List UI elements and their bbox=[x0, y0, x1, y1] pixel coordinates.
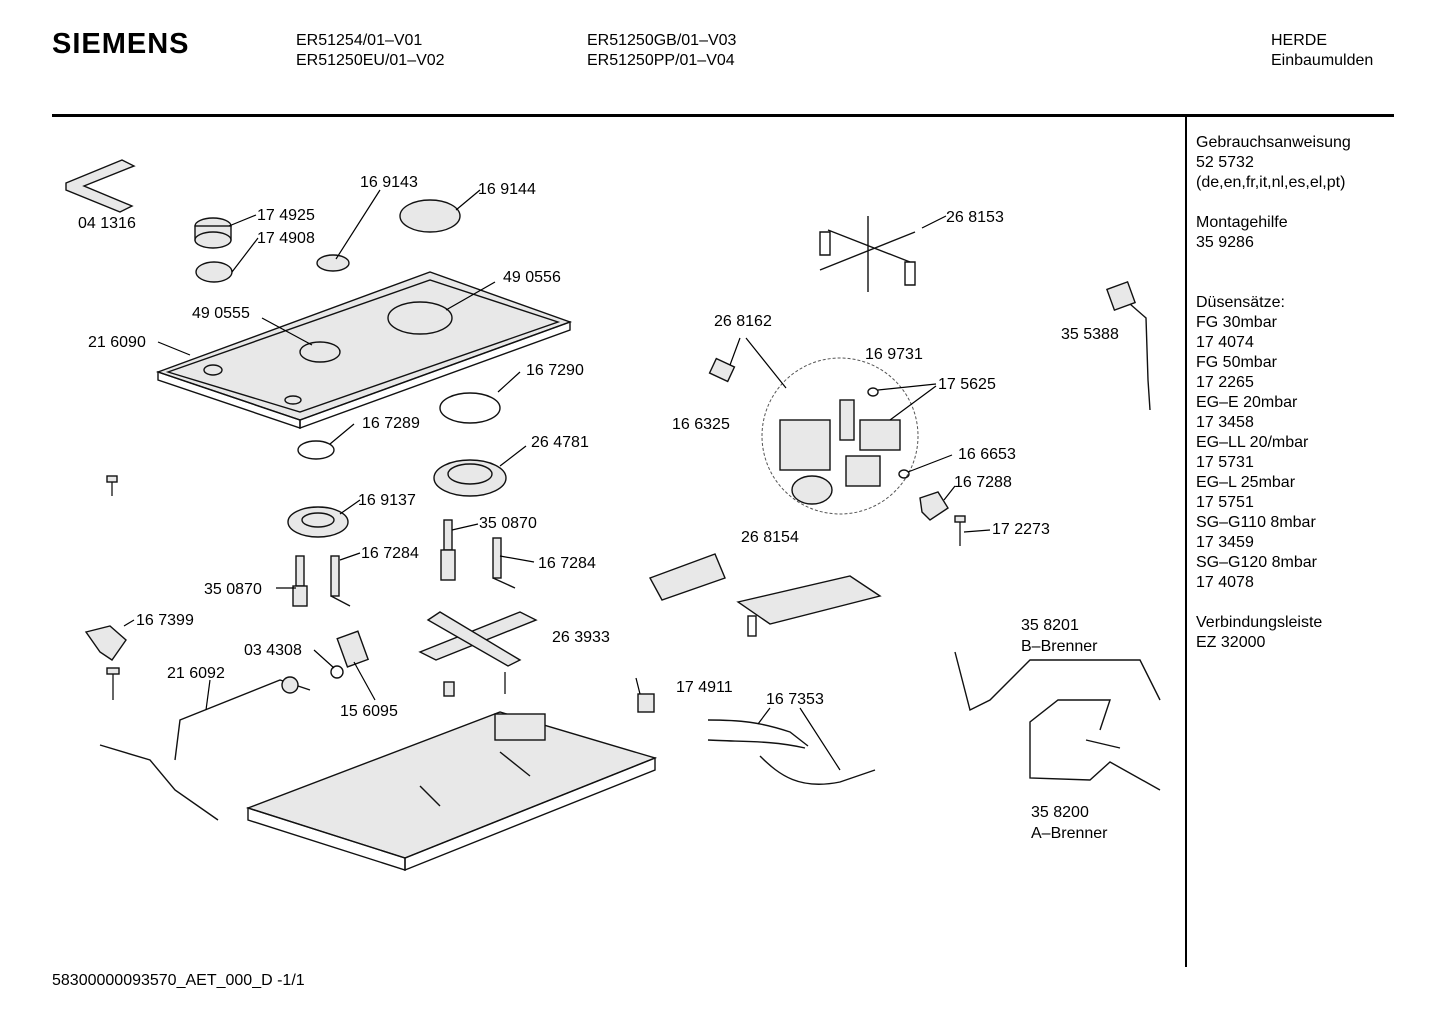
part-label: 49 0555 bbox=[192, 305, 250, 322]
screws bbox=[106, 475, 966, 700]
part-label: 35 8201 bbox=[1021, 617, 1079, 634]
terminal-block bbox=[648, 553, 882, 637]
part-label: 16 6653 bbox=[958, 446, 1016, 463]
model-number: ER51254/01–V01 bbox=[296, 32, 423, 49]
part-label: 16 9731 bbox=[865, 346, 923, 363]
part-label: 16 7284 bbox=[538, 555, 596, 572]
category-label: HERDE Einbaumulden bbox=[1271, 31, 1373, 71]
part-label: 16 6325 bbox=[672, 416, 730, 433]
ignition-electrodes bbox=[292, 519, 516, 607]
burner-rings bbox=[287, 392, 507, 538]
brand-logo: SIEMENS bbox=[52, 28, 190, 60]
part-label: 17 4925 bbox=[257, 207, 315, 224]
sidebar-line: 17 3458 bbox=[1196, 414, 1254, 431]
gas-pipe bbox=[99, 676, 311, 821]
part-label: 16 7289 bbox=[362, 415, 420, 432]
sidebar-line: SG–G120 8mbar bbox=[1196, 554, 1317, 571]
part-label: 35 5388 bbox=[1061, 326, 1119, 343]
igniter-part bbox=[635, 677, 655, 713]
part-label: 26 8154 bbox=[741, 529, 799, 546]
a-burner-cable bbox=[1029, 699, 1161, 791]
part-labels: 04 1316 16 9143 16 9144 17 4925 17 4908 … bbox=[78, 174, 1119, 842]
model-number: ER51250PP/01–V04 bbox=[587, 52, 735, 69]
sidebar-line: Düsensätze: bbox=[1196, 294, 1285, 311]
sidebar-line: 35 9286 bbox=[1196, 234, 1254, 251]
leader-lines bbox=[123, 189, 991, 771]
part-label: 16 7399 bbox=[136, 612, 194, 629]
part-label: 16 9137 bbox=[358, 492, 416, 509]
sidebar-line: 17 4074 bbox=[1196, 334, 1254, 351]
sidebar-line: (de,en,fr,it,nl,es,el,pt) bbox=[1196, 174, 1346, 191]
part-label: 26 3933 bbox=[552, 629, 610, 646]
part-label: 16 7288 bbox=[954, 474, 1012, 491]
part-label: 03 4308 bbox=[244, 642, 302, 659]
sidebar-line: 17 3459 bbox=[1196, 534, 1254, 551]
sidebar-line: Verbindungsleiste bbox=[1196, 614, 1323, 631]
model-number: ER51250EU/01–V02 bbox=[296, 52, 445, 69]
cross-support bbox=[418, 611, 538, 667]
clip-part bbox=[84, 625, 127, 661]
bracket-star bbox=[819, 216, 916, 292]
sidebar-line: FG 30mbar bbox=[1196, 314, 1277, 331]
part-label: 16 7353 bbox=[766, 691, 824, 708]
part-label: 16 7284 bbox=[361, 545, 419, 562]
part-label: 21 6092 bbox=[167, 665, 225, 682]
part-label: 17 5625 bbox=[938, 376, 996, 393]
sidebar-line: 52 5732 bbox=[1196, 154, 1254, 171]
connector-parts bbox=[330, 630, 455, 697]
ignition-cables bbox=[707, 719, 876, 785]
part-label: 17 4908 bbox=[257, 230, 315, 247]
part-label: 26 8162 bbox=[714, 313, 772, 330]
sidebar-line: 17 4078 bbox=[1196, 574, 1254, 591]
sidebar-line: Gebrauchsanweisung bbox=[1196, 134, 1351, 151]
exploded-parts-diagram: 04 1316 16 9143 16 9144 17 4925 17 4908 … bbox=[65, 159, 1161, 872]
category-main: HERDE bbox=[1271, 32, 1328, 49]
gas-valve-assembly bbox=[761, 357, 919, 515]
document-id: 58300000093570_AET_000_D -1/1 bbox=[52, 972, 305, 989]
hob-top-plate bbox=[155, 271, 573, 429]
part-label: 16 9143 bbox=[360, 174, 418, 191]
sidebar-line: EG–E 20mbar bbox=[1196, 394, 1298, 411]
sidebar-line: 17 2265 bbox=[1196, 374, 1254, 391]
sidebar-line: 17 5731 bbox=[1196, 454, 1254, 471]
model-number: ER51250GB/01–V03 bbox=[587, 32, 737, 49]
accessory-sidebar: Gebrauchsanweisung 52 5732 (de,en,fr,it,… bbox=[1196, 133, 1351, 653]
burner-caps bbox=[194, 199, 461, 283]
part-label: 15 6095 bbox=[340, 703, 398, 720]
b-burner-cable bbox=[954, 651, 1161, 712]
part-label: 04 1316 bbox=[78, 215, 136, 232]
part-label: 26 4781 bbox=[531, 434, 589, 451]
part-label: 16 7290 bbox=[526, 362, 584, 379]
sidebar-line: 17 5751 bbox=[1196, 494, 1254, 511]
sidebar-line: EG–L 25mbar bbox=[1196, 474, 1296, 491]
part-label: 17 2273 bbox=[992, 521, 1050, 538]
part-label: B–Brenner bbox=[1021, 638, 1098, 655]
part-label: 26 8153 bbox=[946, 209, 1004, 226]
sidebar-divider bbox=[1185, 117, 1187, 967]
sidebar-line: EZ 32000 bbox=[1196, 634, 1266, 651]
part-label: 21 6090 bbox=[88, 334, 146, 351]
part-label: A–Brenner bbox=[1031, 825, 1108, 842]
part-label: 17 4911 bbox=[676, 679, 733, 696]
part-label: 35 0870 bbox=[204, 581, 262, 598]
header-divider bbox=[52, 114, 1394, 117]
model-list-2: ER51250GB/01–V03 ER51250PP/01–V04 bbox=[587, 31, 736, 71]
category-sub: Einbaumulden bbox=[1271, 52, 1374, 69]
sidebar-line: FG 50mbar bbox=[1196, 354, 1277, 371]
l-key-part bbox=[65, 159, 136, 213]
sidebar-line: Montagehilfe bbox=[1196, 214, 1288, 231]
valve-small-parts bbox=[708, 357, 949, 521]
sidebar-line: SG–G110 8mbar bbox=[1196, 514, 1316, 531]
part-label: 35 0870 bbox=[479, 515, 537, 532]
model-list-1: ER51254/01–V01 ER51250EU/01–V02 bbox=[296, 31, 445, 71]
bottom-tray bbox=[245, 711, 658, 872]
power-cable bbox=[1106, 281, 1151, 411]
part-label: 49 0556 bbox=[503, 269, 561, 286]
sidebar-line: EG–LL 20/mbar bbox=[1196, 434, 1309, 451]
part-label: 35 8200 bbox=[1031, 804, 1089, 821]
part-label: 16 9144 bbox=[478, 181, 536, 198]
